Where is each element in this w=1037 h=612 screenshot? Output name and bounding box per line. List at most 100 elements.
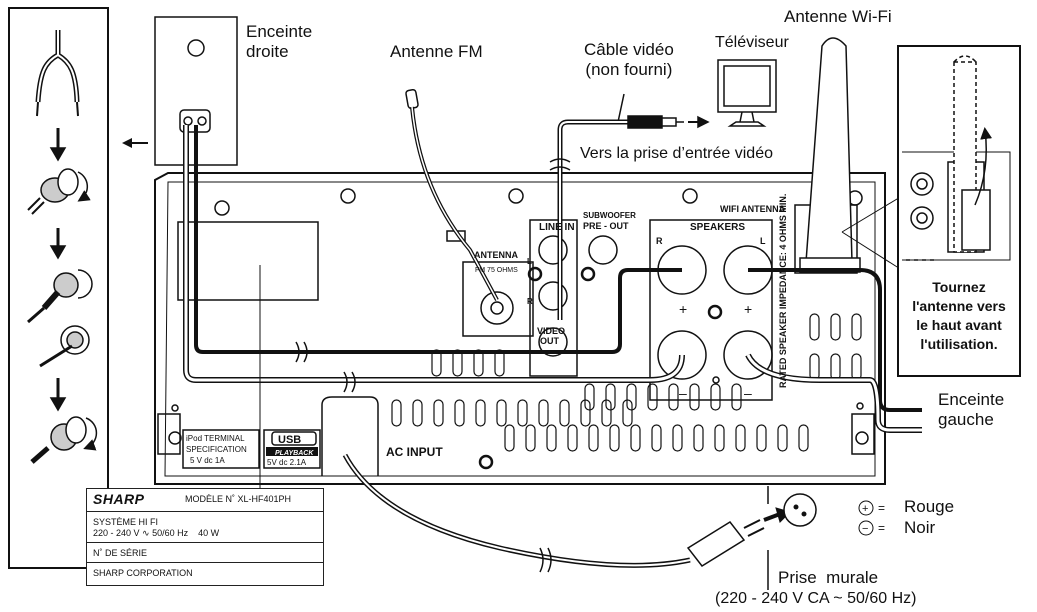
vent-slot <box>735 424 746 452</box>
vent-slot <box>525 424 536 452</box>
fm-antenna-wire <box>405 88 499 301</box>
terminal-tight-icon <box>30 416 98 464</box>
vent-slot <box>710 383 721 411</box>
wire-connection-steps <box>8 7 109 569</box>
vent-slot <box>693 424 704 452</box>
minus-r-label: – <box>679 385 687 401</box>
wifi-antenna <box>799 37 861 273</box>
plus-l-label: + <box>744 301 752 317</box>
left-speaker-label-line-1: Enceinte <box>938 390 1005 409</box>
video-cable-label-line-1: Câble vidéo <box>584 40 674 59</box>
plus-symbol-icon <box>858 500 874 516</box>
impedance-label: RATED SPEAKER IMPEDANCE: 4 OHMS MIN. <box>778 194 788 388</box>
vent-slot <box>668 383 679 411</box>
rating-plate: SHARP MODÈLE N˚ XL-HF401PH SYSTÈME HI FI… <box>86 488 324 586</box>
subwoofer-label-1: SUBWOOFER <box>583 211 636 220</box>
channel-l-label: L <box>527 257 532 266</box>
plate-system-info: SYSTÈME HI FI 220 - 240 V ∿ 50/60 Hz 40 … <box>93 517 219 539</box>
vent-slot <box>588 424 599 452</box>
ac-power-cable <box>342 453 817 590</box>
vent-slot <box>605 383 616 411</box>
right-speaker-wires <box>183 125 685 393</box>
right-speaker-label: Enceinte droite <box>246 22 312 62</box>
wall-outlet-label: Prise murale <box>778 568 879 587</box>
plate-divider-1 <box>87 511 323 512</box>
subwoofer-label-2: PRE - OUT <box>583 221 629 231</box>
turn-antenna-line-3: le haut avant <box>916 317 1002 333</box>
turn-antenna-line-2: l'antenne vers <box>912 298 1006 314</box>
vent-slot <box>626 383 637 411</box>
minus-symbol-icon <box>858 520 874 536</box>
antenna-spec-label: FM 75 OHMS <box>475 267 518 274</box>
video-cable <box>549 93 710 320</box>
vent-slot <box>851 313 862 341</box>
vent-slot <box>433 399 444 427</box>
speakers-label: SPEAKERS <box>690 222 745 233</box>
vent-slot <box>809 313 820 341</box>
vent-slot <box>538 399 549 427</box>
legend-plus-sign: + <box>862 503 868 515</box>
channel-r-label: R <box>527 297 533 306</box>
right-speaker-label-line-2: droite <box>246 42 289 61</box>
vent-slot <box>647 383 658 411</box>
vent-slot <box>567 424 578 452</box>
vent-slot <box>391 399 402 427</box>
plate-model: MODÈLE N˚ XL-HF401PH <box>185 494 292 504</box>
speaker-l-label: L <box>760 236 766 246</box>
vent-slot <box>731 383 742 411</box>
video-out-label-1: VIDEO <box>537 326 565 336</box>
vent-slot <box>689 383 700 411</box>
left-speaker-label-line-2: gauche <box>938 410 994 429</box>
video-cable-label: Câble vidéo (non fourni) <box>584 40 674 80</box>
wifi-antenna-panel-label: WIFI ANTENNA <box>720 204 786 214</box>
plate-spec: 220 - 240 V ∿ 50/60 Hz 40 W <box>93 528 220 538</box>
usb-playback-label: PLAYBACK <box>275 450 314 457</box>
vent-slot <box>756 424 767 452</box>
vent-slot <box>672 424 683 452</box>
vent-slot <box>412 399 423 427</box>
vent-slot <box>504 424 515 452</box>
vent-slot <box>475 399 486 427</box>
legend-equals-2: = <box>878 521 885 535</box>
vent-slot <box>630 424 641 452</box>
plate-serial: N˚ DE SÉRIE <box>87 542 323 562</box>
vent-slot <box>830 313 841 341</box>
line-in-label: LINE IN <box>539 222 575 233</box>
turn-antenna-line-1: Tournez <box>932 279 986 295</box>
turn-antenna-note: Tournez l'antenne vers le haut avant l'u… <box>905 278 1013 354</box>
polarity-legend <box>858 500 874 536</box>
ipod-label-2: SPECIFICATION <box>186 445 247 454</box>
wifi-antenna-label: Antenne Wi-Fi <box>784 7 892 26</box>
vent-slot <box>454 399 465 427</box>
left-speaker-wires <box>745 268 922 433</box>
vent-slot <box>517 399 528 427</box>
vent-slot <box>546 424 557 452</box>
legend-equals-1: = <box>878 501 885 515</box>
tv-label: Téléviseur <box>715 34 789 51</box>
wall-outlet-spec-label: (220 - 240 V CA ~ 50/60 Hz) <box>715 590 917 607</box>
vent-slot <box>609 424 620 452</box>
left-speaker-label: Enceinte gauche <box>938 390 1004 430</box>
video-out-label-2: OUT <box>540 336 560 346</box>
terminal-icon <box>27 168 91 215</box>
usb-spec-label: 5V dc 2.1A <box>267 458 307 467</box>
vent-slot <box>559 399 570 427</box>
rear-panel <box>154 172 886 485</box>
turn-antenna-line-4: l'utilisation. <box>920 336 998 352</box>
ipod-label-1: iPod TERMINAL <box>186 434 245 443</box>
ipod-label-3: 5 V dc 1A <box>190 456 225 465</box>
video-cable-label-line-2: (non fourni) <box>585 60 673 79</box>
ac-input-label: AC INPUT <box>386 445 443 459</box>
wire-loop-icon <box>39 325 90 368</box>
antenna-inset <box>841 45 1021 377</box>
plate-system: SYSTÈME HI FI <box>93 517 159 527</box>
vent-slot <box>496 399 507 427</box>
video-input-label: Vers la prise d’entrée vidéo <box>580 145 773 162</box>
tv-icon <box>717 59 777 127</box>
plus-r-label: + <box>679 301 687 317</box>
arrow-left-icon <box>122 138 148 148</box>
vent-slots <box>391 313 862 452</box>
minus-l-label: – <box>744 385 752 401</box>
usb-label: USB <box>278 434 301 446</box>
